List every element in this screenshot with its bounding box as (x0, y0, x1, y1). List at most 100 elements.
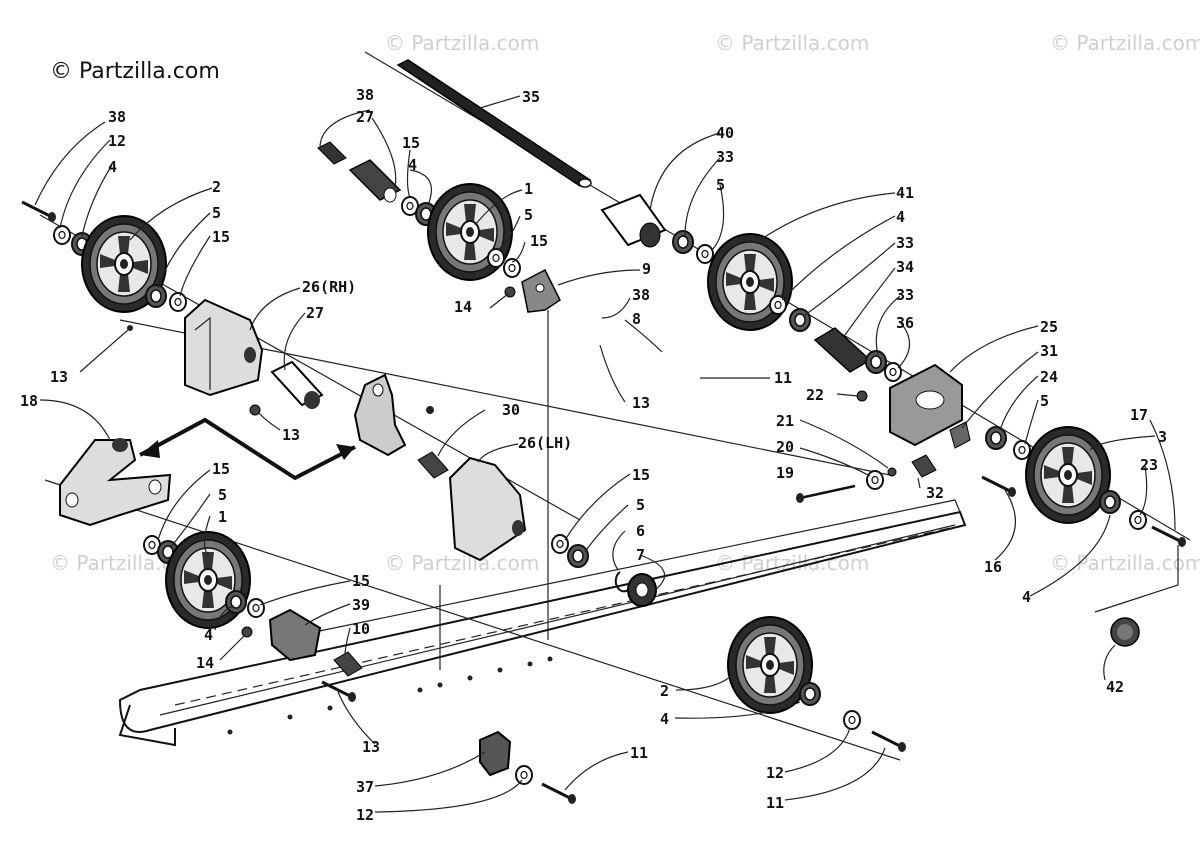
callout: 13 (50, 368, 68, 386)
callout: 12 (766, 764, 784, 782)
watermark: © Partzilla.com (385, 31, 539, 55)
bolt-11 (20, 200, 58, 224)
callout: 26(LH) (518, 434, 572, 452)
callout: 16 (984, 558, 1002, 576)
slide-rail (118, 499, 967, 747)
callout: 22 (806, 386, 824, 404)
callout: 17 (1130, 406, 1148, 424)
bearing-4 (1099, 490, 1121, 514)
callout: 37 (356, 778, 374, 796)
callout: 14 (196, 654, 214, 672)
washer-5 (487, 248, 505, 268)
grease-fitting-29 (426, 406, 434, 414)
callout: 11 (766, 794, 784, 812)
callout: 4 (108, 158, 117, 176)
cap-42 (1110, 617, 1140, 647)
callout: 12 (108, 132, 126, 150)
callout: 4 (896, 208, 905, 226)
callout: 1 (218, 508, 227, 526)
callout: 33 (896, 286, 914, 304)
lead-cap (1094, 545, 1179, 613)
callout: 38 (108, 108, 126, 126)
callout: 2 (660, 682, 669, 700)
callout-labels: 38 12 4 2 5 15 26(RH) 27 13 13 18 38 27 … (20, 86, 1167, 824)
watermark: © Partzilla.com (1050, 31, 1200, 55)
washer-15 (247, 598, 265, 618)
callout: 5 (524, 206, 533, 224)
bearing-5 (567, 544, 589, 568)
bearing-4 (799, 682, 821, 706)
callout: 38 (356, 86, 374, 104)
callout: 15 (530, 232, 548, 250)
callout: 10 (352, 620, 370, 638)
callout: 2 (212, 178, 221, 196)
callout: 41 (896, 184, 914, 202)
nut-21 (887, 467, 897, 477)
callout: 15 (632, 466, 650, 484)
callout: 4 (408, 156, 417, 174)
bracket-plate-25 (889, 363, 963, 447)
callout: 5 (212, 204, 221, 222)
callout: 4 (660, 710, 669, 728)
callout: 6 (636, 522, 645, 540)
bearing-4 (225, 590, 247, 614)
washer-5 (1013, 440, 1031, 460)
callout: 21 (776, 412, 794, 430)
callout: 8 (632, 310, 641, 328)
bracket-26-rh (184, 298, 264, 397)
callout: 33 (716, 148, 734, 166)
callout: 11 (774, 369, 792, 387)
watermark: © Partzilla.com (715, 31, 869, 55)
spacer-27 (270, 360, 324, 409)
callout: 24 (1040, 368, 1058, 386)
spacer-30 (417, 451, 449, 479)
washer-36 (884, 362, 902, 382)
block-39 (268, 608, 322, 662)
screw-13 (320, 680, 358, 704)
callout: 35 (522, 88, 540, 106)
callout: 26(RH) (302, 278, 356, 296)
arm-18 (59, 438, 172, 527)
bracket-9 (521, 268, 561, 313)
bracket-31 (949, 421, 971, 449)
bracket-26-lh (448, 456, 527, 562)
spacer-40 (600, 193, 667, 248)
callout: 27 (306, 304, 324, 322)
callout: 5 (716, 176, 725, 194)
bolt-16 (980, 475, 1018, 499)
washer-15 (169, 292, 187, 312)
idler-wheel-41 (707, 233, 793, 331)
callout: 38 (632, 286, 650, 304)
washer-5 (696, 244, 714, 264)
watermark-layer: © Partzilla.com © Partzilla.com © Partzi… (50, 31, 1200, 575)
callout: 33 (896, 234, 914, 252)
bolt-17 (1150, 525, 1188, 549)
washer-20 (866, 470, 884, 490)
idler-wheel-2 (727, 616, 813, 714)
callout: 20 (776, 438, 794, 456)
callout: 30 (502, 401, 520, 419)
bearing-7 (627, 573, 657, 607)
callout: 3 (1158, 428, 1167, 446)
nut-22 (856, 390, 868, 402)
callout: 5 (218, 486, 227, 504)
nut-14 (241, 626, 253, 638)
callout: 4 (204, 626, 213, 644)
watermark: © Partzilla.com (1050, 551, 1200, 575)
washer-12 (53, 225, 71, 245)
callout: 15 (212, 460, 230, 478)
callout: 14 (454, 298, 472, 316)
callout: 7 (636, 546, 645, 564)
bearing-33 (865, 350, 887, 374)
bearing-33 (672, 230, 694, 254)
callout: 15 (352, 572, 370, 590)
callout: 19 (776, 464, 794, 482)
spacer-34 (813, 327, 872, 373)
callout: 34 (896, 258, 914, 276)
bolt-19 (796, 484, 856, 503)
callout: 31 (1040, 342, 1058, 360)
callout: 13 (282, 426, 300, 444)
bolt-11 (540, 782, 578, 806)
spacer-27-top (348, 159, 402, 203)
